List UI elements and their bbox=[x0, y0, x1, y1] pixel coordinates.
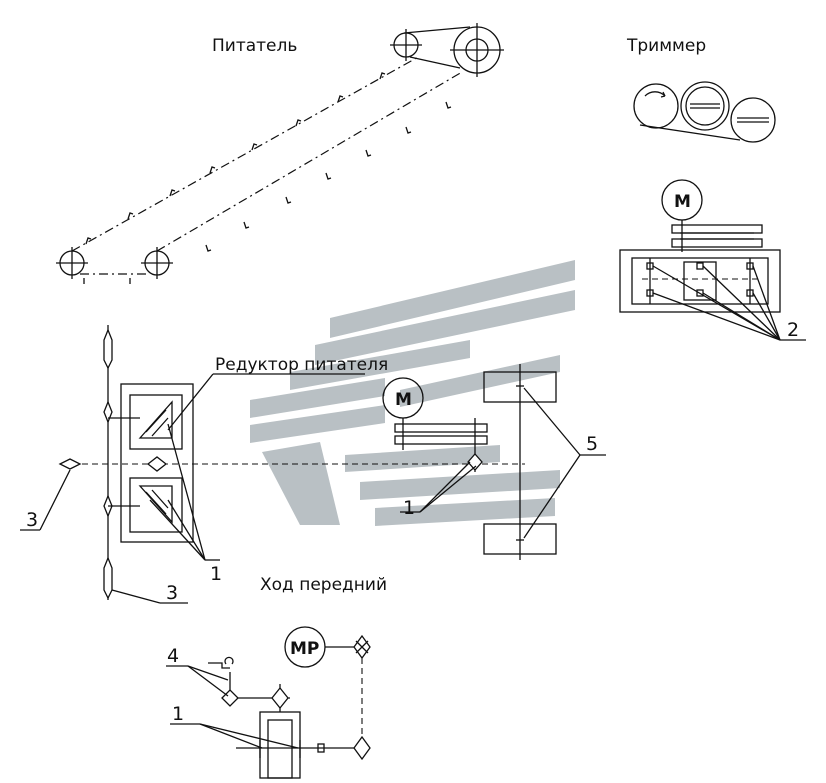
bottom-gearbox-inner bbox=[267, 719, 293, 779]
feeder-chain-slats bbox=[83, 72, 452, 284]
feeder-chain-lower bbox=[156, 71, 463, 252]
trimmer-scheme: Триммер bbox=[626, 36, 776, 143]
feeder-drive-belt bbox=[403, 26, 471, 69]
gearbox-sprocket-mid-top bbox=[103, 400, 113, 424]
trimmer-roller-left bbox=[633, 83, 679, 129]
bottom-drive: MP 4 1 bbox=[166, 626, 371, 779]
callout-3-bottom bbox=[111, 589, 188, 604]
callout-3-left bbox=[20, 469, 71, 531]
callout-5-leaders bbox=[523, 387, 606, 539]
motor-reducer: MP bbox=[284, 626, 326, 668]
trimmer-drive: M 2 bbox=[619, 179, 806, 341]
callout-5: 5 bbox=[586, 433, 598, 455]
bottom-gearbox-outer bbox=[259, 711, 301, 779]
motor-reducer-label: MP bbox=[290, 639, 319, 659]
callout-4-leaders bbox=[166, 665, 229, 697]
trimmer-title: Триммер bbox=[626, 36, 706, 56]
feeder-scheme: Питатель bbox=[56, 23, 504, 284]
axis-coupling-center bbox=[146, 456, 168, 472]
bottom-sprocket-a bbox=[221, 689, 239, 707]
callout-1-bottom-leaders bbox=[170, 723, 299, 749]
watermark-logo bbox=[250, 260, 575, 526]
callout-1-center-leaders bbox=[400, 461, 477, 513]
bottom-sprocket-b bbox=[271, 686, 289, 710]
trimmer-roller-center bbox=[680, 81, 730, 131]
center-drive: M 1 5 bbox=[382, 364, 606, 560]
callout-4: 4 bbox=[167, 645, 179, 667]
callout-1-left: 1 bbox=[210, 563, 222, 585]
mp-sprocket-bottom bbox=[353, 735, 371, 761]
callout-3-left-text: 3 bbox=[26, 509, 38, 531]
callout-2: 2 bbox=[787, 319, 799, 341]
gearbox-sprocket-top bbox=[103, 328, 113, 370]
trimmer-motor-label: M bbox=[674, 192, 691, 212]
callout-3-bottom-text: 3 bbox=[166, 582, 178, 604]
trimmer-roller-right bbox=[730, 97, 776, 143]
trimmer-frame-inner bbox=[631, 257, 769, 305]
axis-end-left bbox=[58, 458, 82, 470]
feeder-title: Питатель bbox=[212, 36, 297, 56]
trimmer-motor: M bbox=[661, 179, 703, 221]
gearbox-sprocket-bottom bbox=[103, 556, 113, 600]
feeder-sprocket-small-top bbox=[390, 29, 422, 61]
gearbox-housing-upper bbox=[129, 394, 183, 450]
callout-2-leaders bbox=[652, 265, 806, 341]
trimmer-belt bbox=[639, 124, 741, 141]
forward-travel-title: Ход передний bbox=[260, 575, 387, 595]
gearbox-housing-lower bbox=[129, 477, 183, 533]
feeder-gearbox-scheme: Редуктор питателя bbox=[20, 325, 525, 604]
feeder-sprocket-large-top bbox=[450, 23, 504, 77]
feeder-gearbox-title: Редуктор питателя bbox=[215, 355, 388, 375]
callout-1-left-leaders bbox=[149, 423, 220, 561]
callout-1-center: 1 bbox=[403, 497, 415, 519]
trimmer-frame-outer bbox=[619, 249, 781, 313]
gearbox-housing-outer bbox=[120, 383, 194, 543]
callout-1-bottom: 1 bbox=[172, 703, 184, 725]
center-motor-label: M bbox=[395, 390, 412, 410]
